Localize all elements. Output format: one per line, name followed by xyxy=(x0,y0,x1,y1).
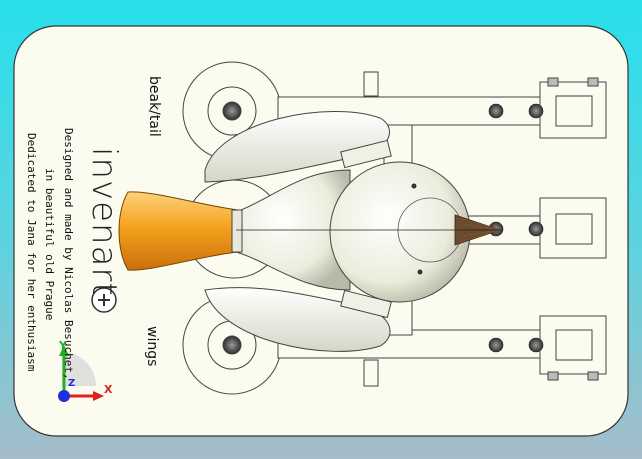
bird-dot-1 xyxy=(411,183,417,189)
credit-line-2: in beautiful old Prague xyxy=(43,168,56,321)
axis-triad[interactable] xyxy=(58,345,104,402)
bird-head xyxy=(329,161,471,303)
right-clamps xyxy=(539,77,607,381)
horn xyxy=(118,191,239,271)
callout-wings: wings xyxy=(144,326,160,367)
wing-clips xyxy=(340,139,392,319)
brand-name: invenart xyxy=(84,147,124,297)
invenart-plus-icon xyxy=(91,287,117,313)
wing-top xyxy=(204,111,390,183)
callout-beak-tail: beak/tail xyxy=(146,76,162,137)
axis-x-label: X xyxy=(104,383,113,396)
axis-y-label: Y xyxy=(59,339,67,352)
bird-dot-2 xyxy=(417,269,423,275)
horn-collar xyxy=(231,209,243,253)
axis-z-label: Z xyxy=(68,378,76,389)
credit-line-3: Dedicated to Jana for her enthusiasm xyxy=(25,133,38,372)
